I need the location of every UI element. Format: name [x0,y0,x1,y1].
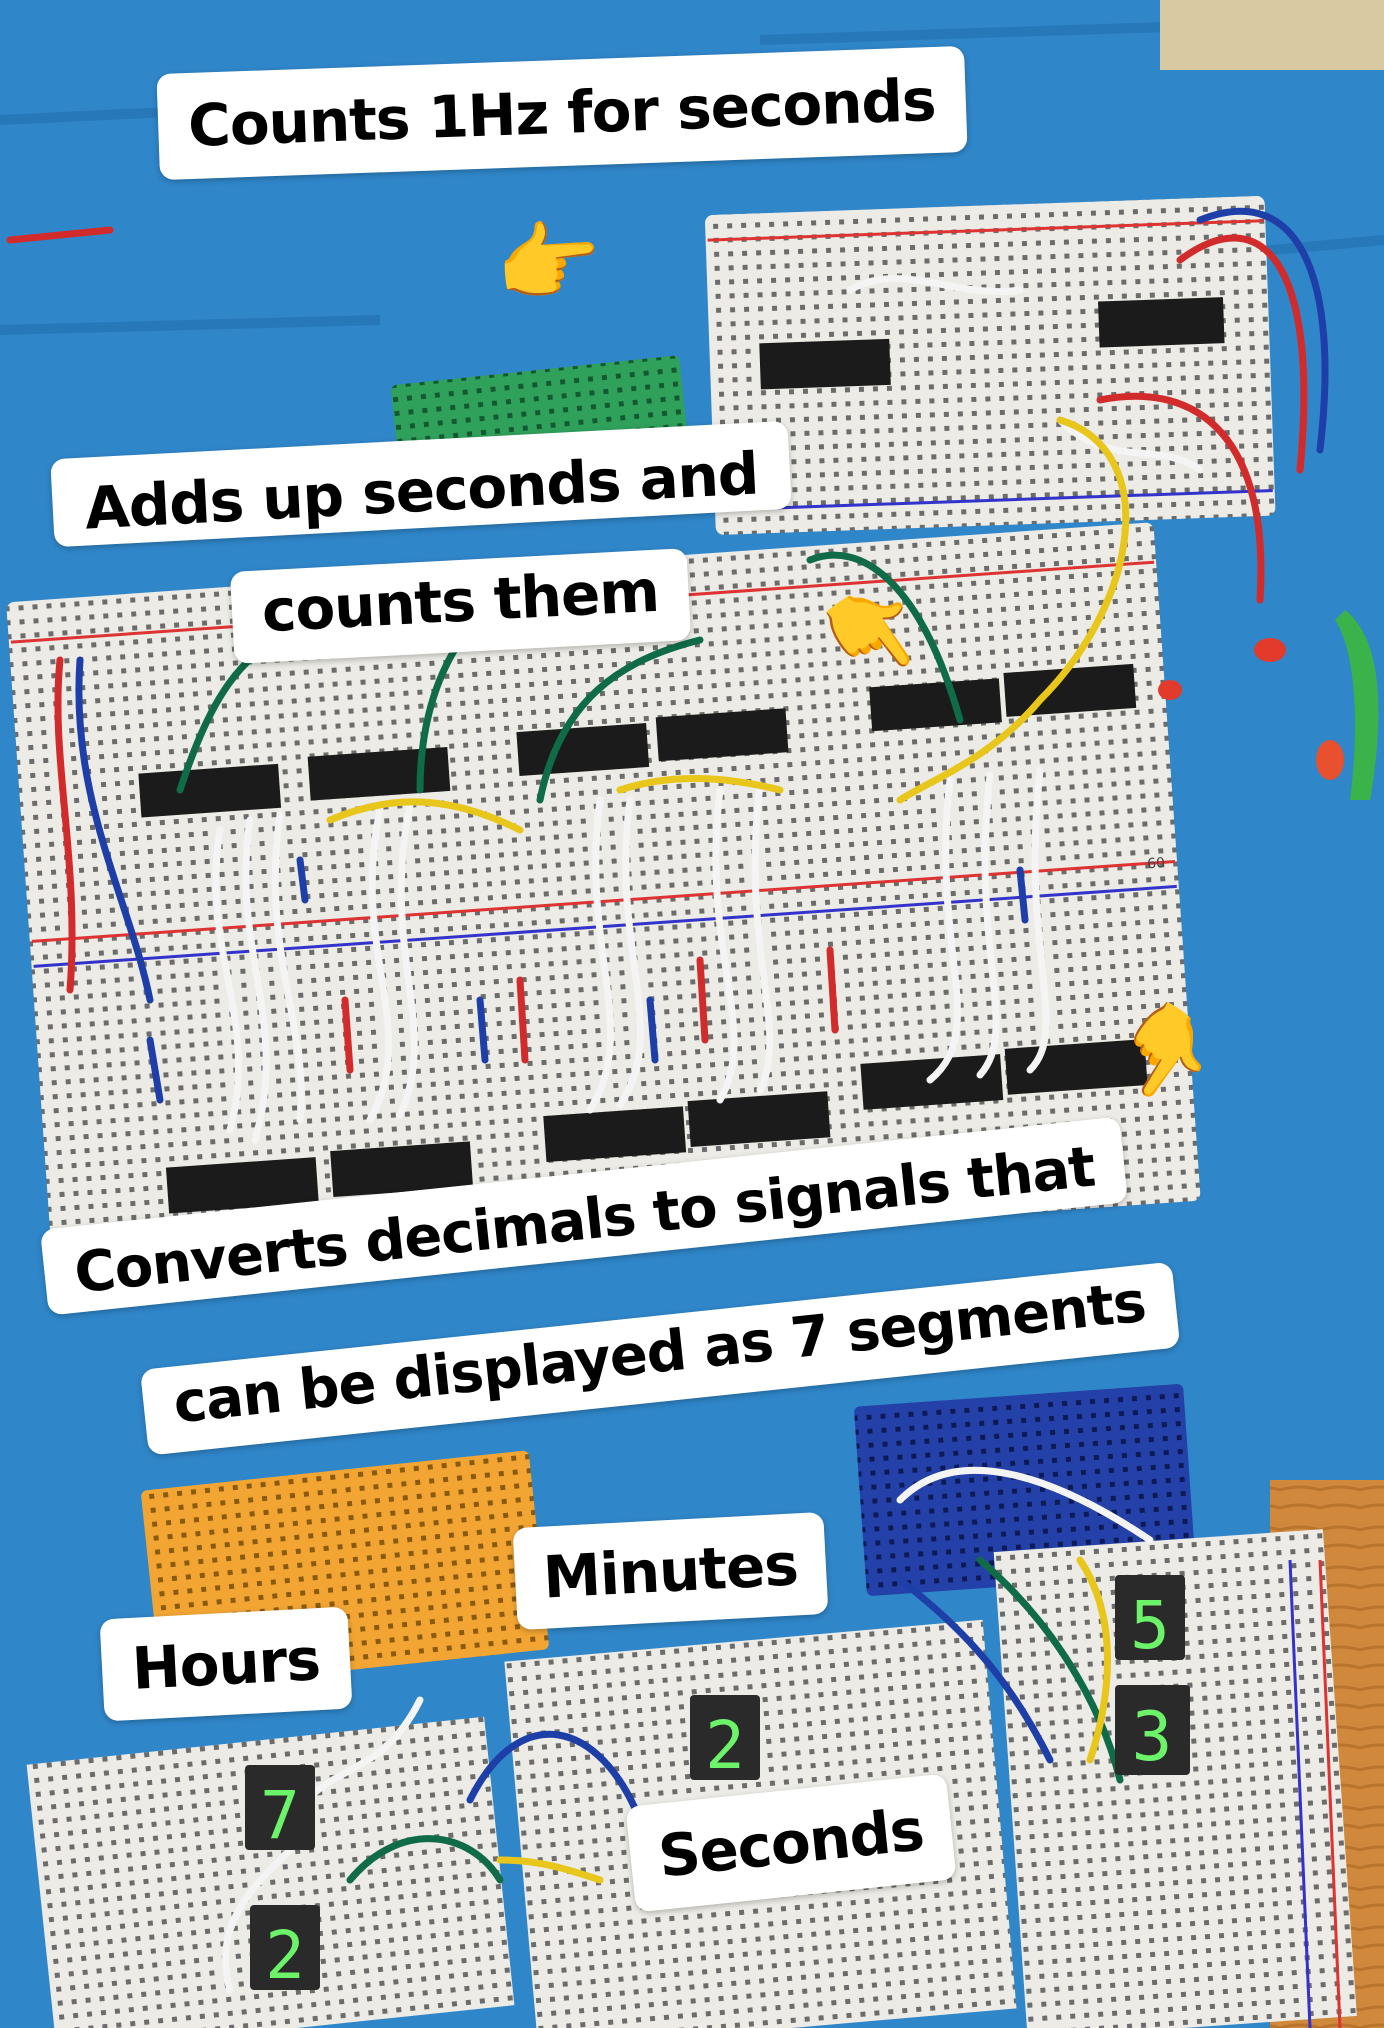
caption-hours: Hours [99,1606,353,1722]
caption-text-line-2: counts them [260,556,661,646]
caption-text: Minutes [541,1530,800,1612]
wires-blue [75,207,1329,1824]
display-seconds-bottom: 3 [1115,1685,1190,1777]
pointing-right-emoji-icon: 👉 [491,209,606,317]
display-hours-bottom: 2 [250,1905,320,1994]
chip [759,338,891,390]
display-hours-top: 7 [245,1765,315,1854]
wires-green [176,551,1124,1884]
display-seconds-top: 5 [1115,1575,1185,1664]
wires-yellow [326,416,1130,1884]
caption-text: Hours [130,1625,322,1703]
svg-text:2: 2 [265,1917,305,1994]
wires-white [212,275,1204,1994]
chip-row-upper [138,663,1137,818]
breadboard-number-label: 60 [1147,855,1166,872]
caption-minutes: Minutes [512,1511,829,1631]
chip [1098,297,1225,348]
caption-text: Seconds [655,1795,927,1891]
wires-red [6,226,1308,1074]
svg-text:5: 5 [1130,1587,1170,1664]
display-minutes-bottom: 2 [690,1695,760,1784]
beige-board-top [1160,0,1384,70]
blue-mini-board [854,1384,1196,1596]
svg-text:7: 7 [260,1777,300,1854]
caption-text: Counts 1Hz for seconds [187,65,937,161]
svg-text:2: 2 [705,1707,745,1784]
svg-text:3: 3 [1132,1698,1173,1777]
red-leds [1158,610,1379,800]
display-breadboards [26,1529,1357,2028]
